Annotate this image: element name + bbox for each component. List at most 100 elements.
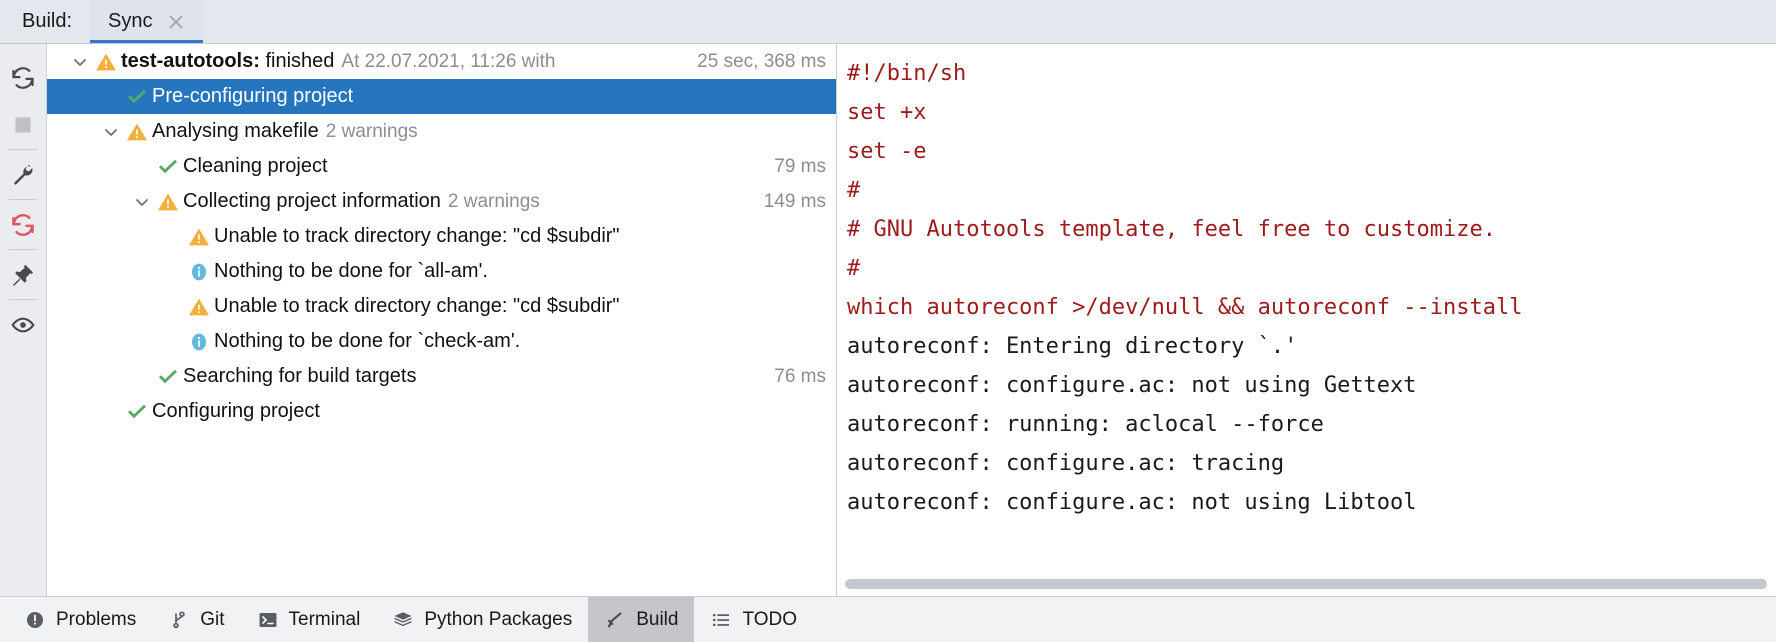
wrench-icon[interactable] bbox=[3, 151, 43, 198]
tree-row-label: Configuring project bbox=[152, 400, 320, 422]
tree-row[interactable]: Collecting project information 2 warnings… bbox=[47, 184, 836, 219]
reload-all-icon[interactable] bbox=[3, 201, 43, 248]
bottom-statusbar: Problems Git Terminal Python Packages Build T… bbox=[0, 596, 1776, 642]
tree-row[interactable]: Analysing makefile 2 warnings bbox=[47, 114, 836, 149]
statusbar-item-label: Build bbox=[636, 608, 679, 630]
toolbar-divider bbox=[9, 149, 37, 150]
tree-row[interactable]: test-autotools: finished At 22.07.2021, 1… bbox=[47, 44, 836, 79]
packages-icon bbox=[392, 609, 414, 631]
tree-row-label: test-autotools: finished bbox=[121, 50, 335, 72]
tree-twisty-spacer bbox=[162, 289, 184, 324]
console-line: autoreconf: running: aclocal --force bbox=[847, 412, 1324, 437]
warning-icon bbox=[184, 289, 214, 324]
success-icon bbox=[122, 394, 152, 429]
console-line: autoreconf: configure.ac: tracing bbox=[847, 451, 1285, 476]
build-toolbar bbox=[0, 44, 47, 596]
success-icon bbox=[153, 149, 183, 184]
console-line: which autoreconf >/dev/null && autorecon… bbox=[847, 295, 1523, 320]
build-tabbar: Build: Sync bbox=[0, 0, 1776, 44]
info-icon bbox=[184, 324, 214, 359]
todo-list-icon bbox=[710, 609, 732, 631]
tree-row-label: Collecting project information bbox=[183, 190, 441, 212]
tree-row-detail: 2 warnings bbox=[447, 190, 540, 212]
success-icon bbox=[122, 79, 152, 114]
tree-row[interactable]: Nothing to be done for `all-am'. bbox=[47, 254, 836, 289]
chevron-down-icon[interactable] bbox=[100, 114, 122, 149]
toolbar-divider bbox=[9, 199, 37, 200]
console-line: # bbox=[847, 256, 861, 281]
statusbar-item-python-packages[interactable]: Python Packages bbox=[376, 597, 588, 642]
eye-icon[interactable] bbox=[3, 301, 43, 348]
tree-row-detail: At 22.07.2021, 11:26 with bbox=[341, 50, 556, 72]
tree-row[interactable]: Configuring project bbox=[47, 394, 836, 429]
tree-row[interactable]: Searching for build targets 76 ms bbox=[47, 359, 836, 394]
build-tree: test-autotools: finished At 22.07.2021, 1… bbox=[47, 44, 836, 596]
tree-row-label: Nothing to be done for `check-am'. bbox=[214, 330, 521, 352]
warning-icon bbox=[184, 219, 214, 254]
chevron-down-icon[interactable] bbox=[69, 44, 91, 79]
rerun-icon[interactable] bbox=[3, 54, 43, 101]
console-line: #!/bin/sh bbox=[847, 61, 967, 86]
tree-row-label: Nothing to be done for `all-am'. bbox=[214, 260, 488, 282]
statusbar-item-label: Git bbox=[200, 608, 225, 630]
tree-twisty-spacer bbox=[131, 149, 153, 184]
toolbar-divider bbox=[9, 249, 37, 250]
tab-sync[interactable]: Sync bbox=[90, 0, 203, 43]
tree-row-detail: 2 warnings bbox=[325, 120, 418, 142]
pin-icon[interactable] bbox=[3, 251, 43, 298]
close-icon[interactable] bbox=[167, 13, 185, 31]
tree-row[interactable]: Cleaning project 79 ms bbox=[47, 149, 836, 184]
build-console[interactable]: #!/bin/sh set +x set -e # # GNU Autotools te… bbox=[837, 44, 1776, 596]
tab-active-underline bbox=[90, 40, 203, 43]
tree-row-duration: 25 sec, 368 ms bbox=[697, 50, 826, 72]
tree-row-label: Unable to track directory change: "cd $s… bbox=[214, 225, 620, 247]
statusbar-item-label: Terminal bbox=[288, 608, 361, 630]
stop-icon[interactable] bbox=[3, 101, 43, 148]
tree-row-duration: 79 ms bbox=[774, 155, 826, 177]
chevron-down-icon[interactable] bbox=[131, 184, 153, 219]
tree-twisty-spacer bbox=[131, 359, 153, 394]
tree-twisty-spacer bbox=[162, 324, 184, 359]
info-icon bbox=[184, 254, 214, 289]
statusbar-item-terminal[interactable]: Terminal bbox=[241, 597, 377, 642]
warning-icon bbox=[91, 44, 121, 79]
console-line: # GNU Autotools template, feel free to c… bbox=[847, 217, 1497, 242]
tree-row-label: Unable to track directory change: "cd $s… bbox=[214, 295, 620, 317]
tree-row-label: Pre-configuring project bbox=[152, 85, 354, 107]
tree-twisty-spacer bbox=[100, 79, 122, 114]
warning-icon bbox=[122, 114, 152, 149]
statusbar-item-git[interactable]: Git bbox=[152, 597, 240, 642]
console-hscroll-thumb[interactable] bbox=[845, 579, 1767, 589]
statusbar-item-label: Python Packages bbox=[424, 608, 573, 630]
tree-row-label: Searching for build targets bbox=[183, 365, 417, 387]
tree-row-label: Analysing makefile bbox=[152, 120, 319, 142]
console-line: autoreconf: configure.ac: not using Gett… bbox=[847, 373, 1417, 398]
success-icon bbox=[153, 359, 183, 394]
console-output: #!/bin/sh set +x set -e # # GNU Autotools te… bbox=[837, 54, 1776, 522]
git-branch-icon bbox=[168, 609, 190, 631]
tree-row[interactable]: Pre-configuring project bbox=[47, 79, 836, 114]
tree-row-duration: 76 ms bbox=[774, 365, 826, 387]
tree-row-label: Cleaning project bbox=[183, 155, 328, 177]
statusbar-item-todo[interactable]: TODO bbox=[694, 597, 813, 642]
tab-sync-label: Sync bbox=[108, 10, 153, 32]
tree-row[interactable]: Unable to track directory change: "cd $s… bbox=[47, 289, 836, 324]
problems-icon bbox=[24, 609, 46, 631]
tree-row[interactable]: Unable to track directory change: "cd $s… bbox=[47, 219, 836, 254]
console-line: autoreconf: configure.ac: not using Libt… bbox=[847, 490, 1417, 515]
tree-row[interactable]: Nothing to be done for `check-am'. bbox=[47, 324, 836, 359]
console-line: # bbox=[847, 178, 861, 203]
build-hammer-icon bbox=[604, 609, 626, 631]
tree-twisty-spacer bbox=[162, 254, 184, 289]
build-body: test-autotools: finished At 22.07.2021, 1… bbox=[0, 44, 1776, 596]
console-hscrollbar[interactable] bbox=[845, 577, 1776, 590]
toolbar-divider bbox=[9, 299, 37, 300]
statusbar-item-build[interactable]: Build bbox=[588, 597, 695, 642]
tree-twisty-spacer bbox=[100, 394, 122, 429]
console-line: set +x bbox=[847, 100, 927, 125]
statusbar-item-label: TODO bbox=[742, 608, 798, 630]
build-tree-pane[interactable]: test-autotools: finished At 22.07.2021, 1… bbox=[47, 44, 837, 596]
console-line: set -e bbox=[847, 139, 927, 164]
statusbar-item-problems[interactable]: Problems bbox=[8, 597, 152, 642]
